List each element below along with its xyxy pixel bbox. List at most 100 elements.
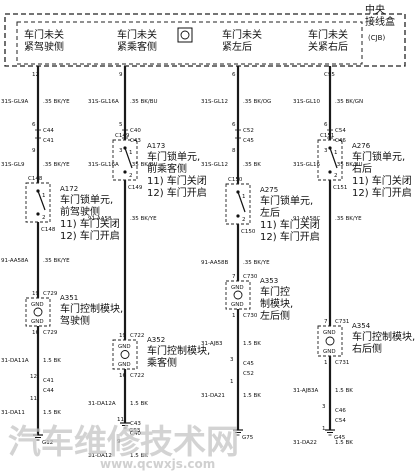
door-lock-unit-box: [317, 139, 343, 181]
switch-terminal: [236, 214, 240, 218]
switch-pivot: [328, 146, 332, 150]
ground-point-code: G75: [242, 435, 254, 441]
pin-number: C95: [324, 72, 335, 78]
switch-pivot: [236, 190, 240, 194]
pin-number: 7: [232, 274, 236, 280]
pin-number: 19: [119, 333, 126, 339]
connector-code: C52: [243, 128, 254, 134]
module-gnd-label: GND: [323, 330, 336, 336]
wire-code: 31-DA12: [88, 453, 112, 459]
pin-number: 6: [232, 122, 236, 128]
switch-pivot: [123, 146, 127, 150]
module-title: 车门控制模块,驾驶侧: [60, 302, 123, 327]
module-code: A353: [260, 277, 278, 285]
wire-color: .35 BK/YE: [130, 216, 157, 222]
switch-terminal: [36, 212, 40, 216]
wire-code: 91-AA58: [88, 216, 112, 222]
wire-color: 1.5 BK: [130, 453, 148, 459]
wire-code: 31-DA12A: [88, 401, 116, 407]
module-ground-symbol: [120, 350, 130, 359]
cjb-label-driver: 车门未关紧驾驶侧: [24, 28, 64, 53]
pin-number: 12: [32, 72, 39, 78]
connector-code: C729: [43, 330, 58, 336]
pin-number: 19: [32, 291, 39, 297]
pin-number: 8: [232, 148, 236, 154]
switch-note-12: 2: [129, 173, 133, 179]
door-lock-unit-box: [112, 139, 138, 181]
door-lock-unit-title: 车门锁单元,左后: [260, 194, 313, 219]
pin-number: 6: [32, 122, 36, 128]
wire-color: .35 BK/GN: [335, 99, 363, 105]
wire-code: 31-AJB3: [201, 341, 223, 347]
wire-code: 31-DA11A: [1, 358, 29, 364]
wire-code: 31-DA21: [201, 393, 225, 399]
pin-number: 3: [324, 148, 328, 154]
connector-code: C54: [335, 128, 346, 134]
switch-contact: [124, 147, 133, 169]
connector-code: C43: [130, 421, 141, 427]
pin-number: 7: [324, 319, 328, 325]
connector-code: C731: [335, 360, 349, 366]
pin-number: 9: [119, 72, 123, 78]
switch-note-12: 2: [334, 173, 338, 179]
module-title: 车门控制模块,右后侧: [352, 330, 415, 355]
pin-number: 3: [230, 357, 234, 363]
wire-code: 91-AA58C: [293, 216, 321, 222]
pin-number: 1: [232, 313, 236, 319]
switch-contact: [329, 147, 338, 169]
wire-color: 1.5 BK: [43, 410, 61, 416]
connector-code: C41: [43, 378, 54, 384]
pin-number: 1: [324, 360, 328, 366]
wire-color: .35 BK/YE: [43, 258, 70, 264]
pin-number: 6: [232, 72, 236, 78]
wire-color: 1.5 BK: [130, 401, 148, 407]
switch-note-12: 2: [42, 215, 46, 221]
wire-code: 31S-GL12: [201, 162, 228, 168]
connector-code: C730: [243, 274, 258, 280]
module-gnd-label: GND: [118, 344, 131, 350]
module-ground-symbol: [325, 336, 335, 346]
wire-code: 31-AJB3A: [293, 388, 319, 394]
module-ground-symbol: [233, 290, 243, 300]
wire-code: 31S-GL9A: [1, 99, 29, 105]
pin-number: 16: [119, 373, 126, 379]
pin-number: 11: [117, 417, 124, 423]
switch-pivot: [36, 189, 40, 193]
module-code: A352: [147, 336, 165, 344]
door-lock-unit-box: [25, 182, 51, 223]
door-lock-unit-code: A172: [60, 185, 78, 193]
connector-code: C44: [43, 128, 54, 134]
pin-number: 6: [324, 122, 328, 128]
door-lock-unit-code: A275: [260, 186, 278, 194]
switch-note-11: 1: [42, 193, 46, 199]
connector-code: C44: [43, 388, 54, 394]
wire-color: 1.5 BK: [243, 393, 261, 399]
switch-connector-bottom: C149: [128, 185, 143, 191]
ground-point-code: G12: [42, 440, 53, 446]
wire-code: 31S-GL10: [293, 99, 321, 105]
connector-code: C722: [130, 333, 144, 339]
watermark-url: www.qcwxjs.com: [100, 457, 215, 471]
pin-number: 16: [32, 330, 39, 336]
connector-code: C41: [43, 138, 54, 144]
module-gnd-label: GND: [31, 302, 44, 308]
cjb-code: (CJB): [368, 34, 385, 42]
connector-code: C54: [335, 418, 346, 424]
switch-connector: C148: [28, 176, 43, 182]
wire-color: 1.5 BK: [243, 341, 261, 347]
switch-connector-bottom: C148: [41, 227, 56, 233]
pin-number: 1: [322, 426, 326, 432]
module-code: A351: [60, 294, 78, 302]
pin-number: 11: [30, 396, 37, 402]
door-lock-unit-code: A173: [147, 142, 165, 150]
pin-number: 9: [117, 439, 121, 445]
door-lock-unit-code: A276: [352, 142, 371, 150]
door-lock-unit-box: [225, 183, 251, 225]
cjb-name: 中央接线盒: [365, 3, 395, 28]
pin-number: 5: [119, 122, 123, 128]
connector-code: C46: [335, 408, 346, 414]
door-control-module-box: [225, 280, 251, 310]
